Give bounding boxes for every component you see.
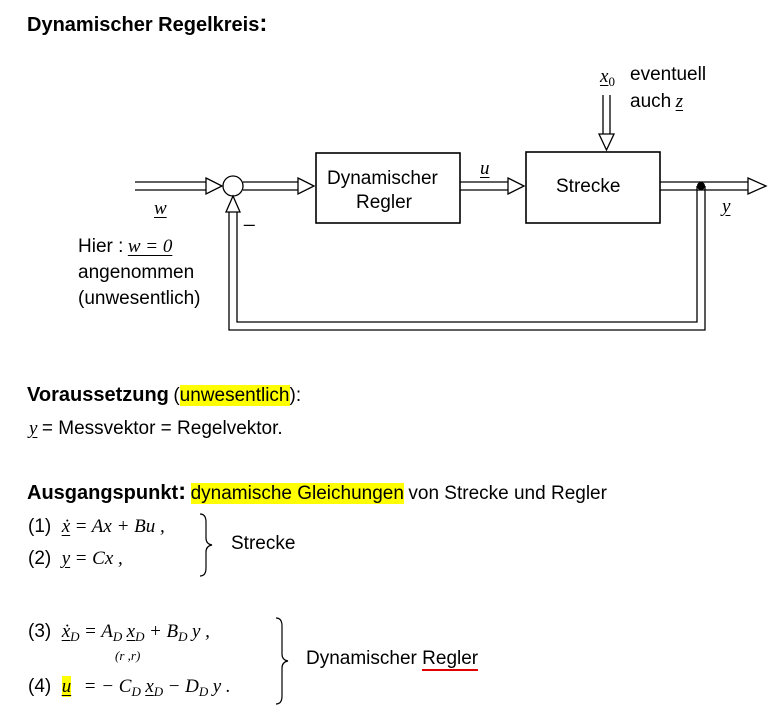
control-loop-diagram	[135, 95, 768, 331]
starting-point-highlight: dynamische Gleichungen	[190, 483, 404, 504]
equation-2-lhs: y	[61, 548, 71, 569]
equation-2-rhs: = Cx ,	[74, 548, 123, 569]
summing-junction	[222, 175, 244, 197]
feedback-arrow-head	[225, 194, 241, 213]
equation-3-lhs-sub: D	[70, 629, 80, 644]
assumption-highlight: unwesentlich	[179, 385, 290, 406]
equation-3-x-sub: D	[135, 629, 145, 644]
minus-sign: _	[244, 206, 255, 227]
equation-4-lhs: u	[61, 676, 72, 697]
equation-4: (4) u = − CD xD − DD y .	[28, 676, 231, 700]
equation-3-b-sub: D	[178, 629, 188, 644]
signal-y: y	[722, 196, 731, 217]
controller-label-word-2: Regler	[422, 648, 479, 671]
branch-point	[697, 182, 705, 190]
u-arrow-head	[507, 176, 526, 196]
assumption-paren-close: ):	[289, 385, 302, 406]
equation-4-d-sub: D	[198, 684, 209, 699]
note-hier: Hier :	[78, 236, 124, 257]
note-eq: w = 0	[127, 236, 173, 257]
equation-3-a-sub: D	[112, 629, 123, 644]
note-line-3: (unwesentlich)	[78, 288, 201, 309]
plant-equations-label: Strecke	[231, 533, 296, 554]
equation-4-c: = − C	[83, 676, 132, 697]
controller-block	[315, 152, 461, 224]
z-symbol: z	[675, 91, 684, 112]
page-title: Dynamischer Regelkreis:	[27, 10, 267, 38]
assumption-eq-text: = Messvektor = Regelvektor.	[41, 418, 283, 439]
controller-label-2: Regler	[356, 192, 412, 213]
title-colon: :	[259, 10, 268, 37]
disturbance-text-1: eventuell	[630, 64, 707, 85]
signal-u: u	[480, 158, 490, 179]
equation-4-x: x	[145, 676, 154, 697]
equation-2: (2) y = Cx ,	[28, 548, 123, 570]
assumption-equation: y = Messvektor = Regelvektor.	[29, 418, 283, 440]
note-line-1: Hier : w = 0	[78, 236, 172, 258]
disturbance-symbol: x	[600, 66, 609, 87]
plant-brace	[199, 513, 213, 577]
equation-3-a: = A	[83, 621, 113, 642]
equation-3-x: x	[126, 621, 136, 642]
disturbance-subscript: 0	[608, 74, 615, 89]
title-text: Dynamischer Regelkreis	[27, 14, 260, 36]
equation-1-lhs: ẋ	[61, 516, 71, 537]
feedback-inner-line	[228, 186, 706, 331]
starting-point-label: Ausgangspunkt	[27, 482, 179, 504]
feedback-outer-line	[236, 186, 698, 323]
equation-3-dimension: (r ,r)	[115, 648, 141, 663]
equation-1-number: (1)	[28, 516, 52, 537]
assumption-paren-open: (	[173, 385, 180, 406]
equation-1-rhs: = Ax + Bu ,	[74, 516, 165, 537]
plant-block	[525, 151, 661, 224]
auch-text: auch	[630, 91, 672, 112]
controller-label-word-1: Dynamischer	[306, 648, 417, 669]
signal-w: w	[154, 198, 167, 219]
equation-2-number: (2)	[28, 548, 52, 569]
y-vector: y	[29, 418, 38, 439]
starting-point-heading: Ausgangspunkt: dynamische Gleichungen vo…	[27, 478, 607, 506]
disturbance-x0: x0	[600, 66, 615, 90]
y-arrow-head	[747, 176, 768, 196]
disturbance-head	[597, 133, 616, 152]
equation-3-y: y ,	[191, 621, 210, 642]
controller-brace	[275, 617, 289, 705]
equation-4-c-sub: D	[131, 684, 141, 699]
w-arrow-head	[205, 176, 224, 196]
disturbance-text-2: auch z	[630, 91, 683, 113]
equation-3: (3) ẋD = AD xD + BD y ,	[28, 621, 210, 645]
equation-4-number: (4)	[28, 676, 52, 697]
assumption-heading: Voraussetzung (unwesentlich):	[27, 384, 301, 407]
equation-4-x-sub: D	[153, 684, 164, 699]
note-line-2: angenommen	[78, 262, 195, 283]
starting-point-colon: :	[178, 478, 187, 505]
starting-point-rest: von Strecke und Regler	[408, 483, 607, 504]
controller-label-1: Dynamischer	[327, 168, 438, 189]
equation-3-b: + B	[148, 621, 179, 642]
controller-equations-label: Dynamischer Regler	[306, 648, 479, 671]
sum-to-controller-head	[297, 176, 316, 196]
equation-3-number: (3)	[28, 621, 52, 642]
assumption-label: Voraussetzung	[27, 384, 169, 406]
equation-4-d: − D	[167, 676, 199, 697]
equation-4-y: y .	[212, 676, 231, 697]
plant-label: Strecke	[556, 176, 621, 197]
equation-3-lhs: ẋ	[61, 621, 71, 642]
equation-1: (1) ẋ = Ax + Bu ,	[28, 516, 165, 538]
